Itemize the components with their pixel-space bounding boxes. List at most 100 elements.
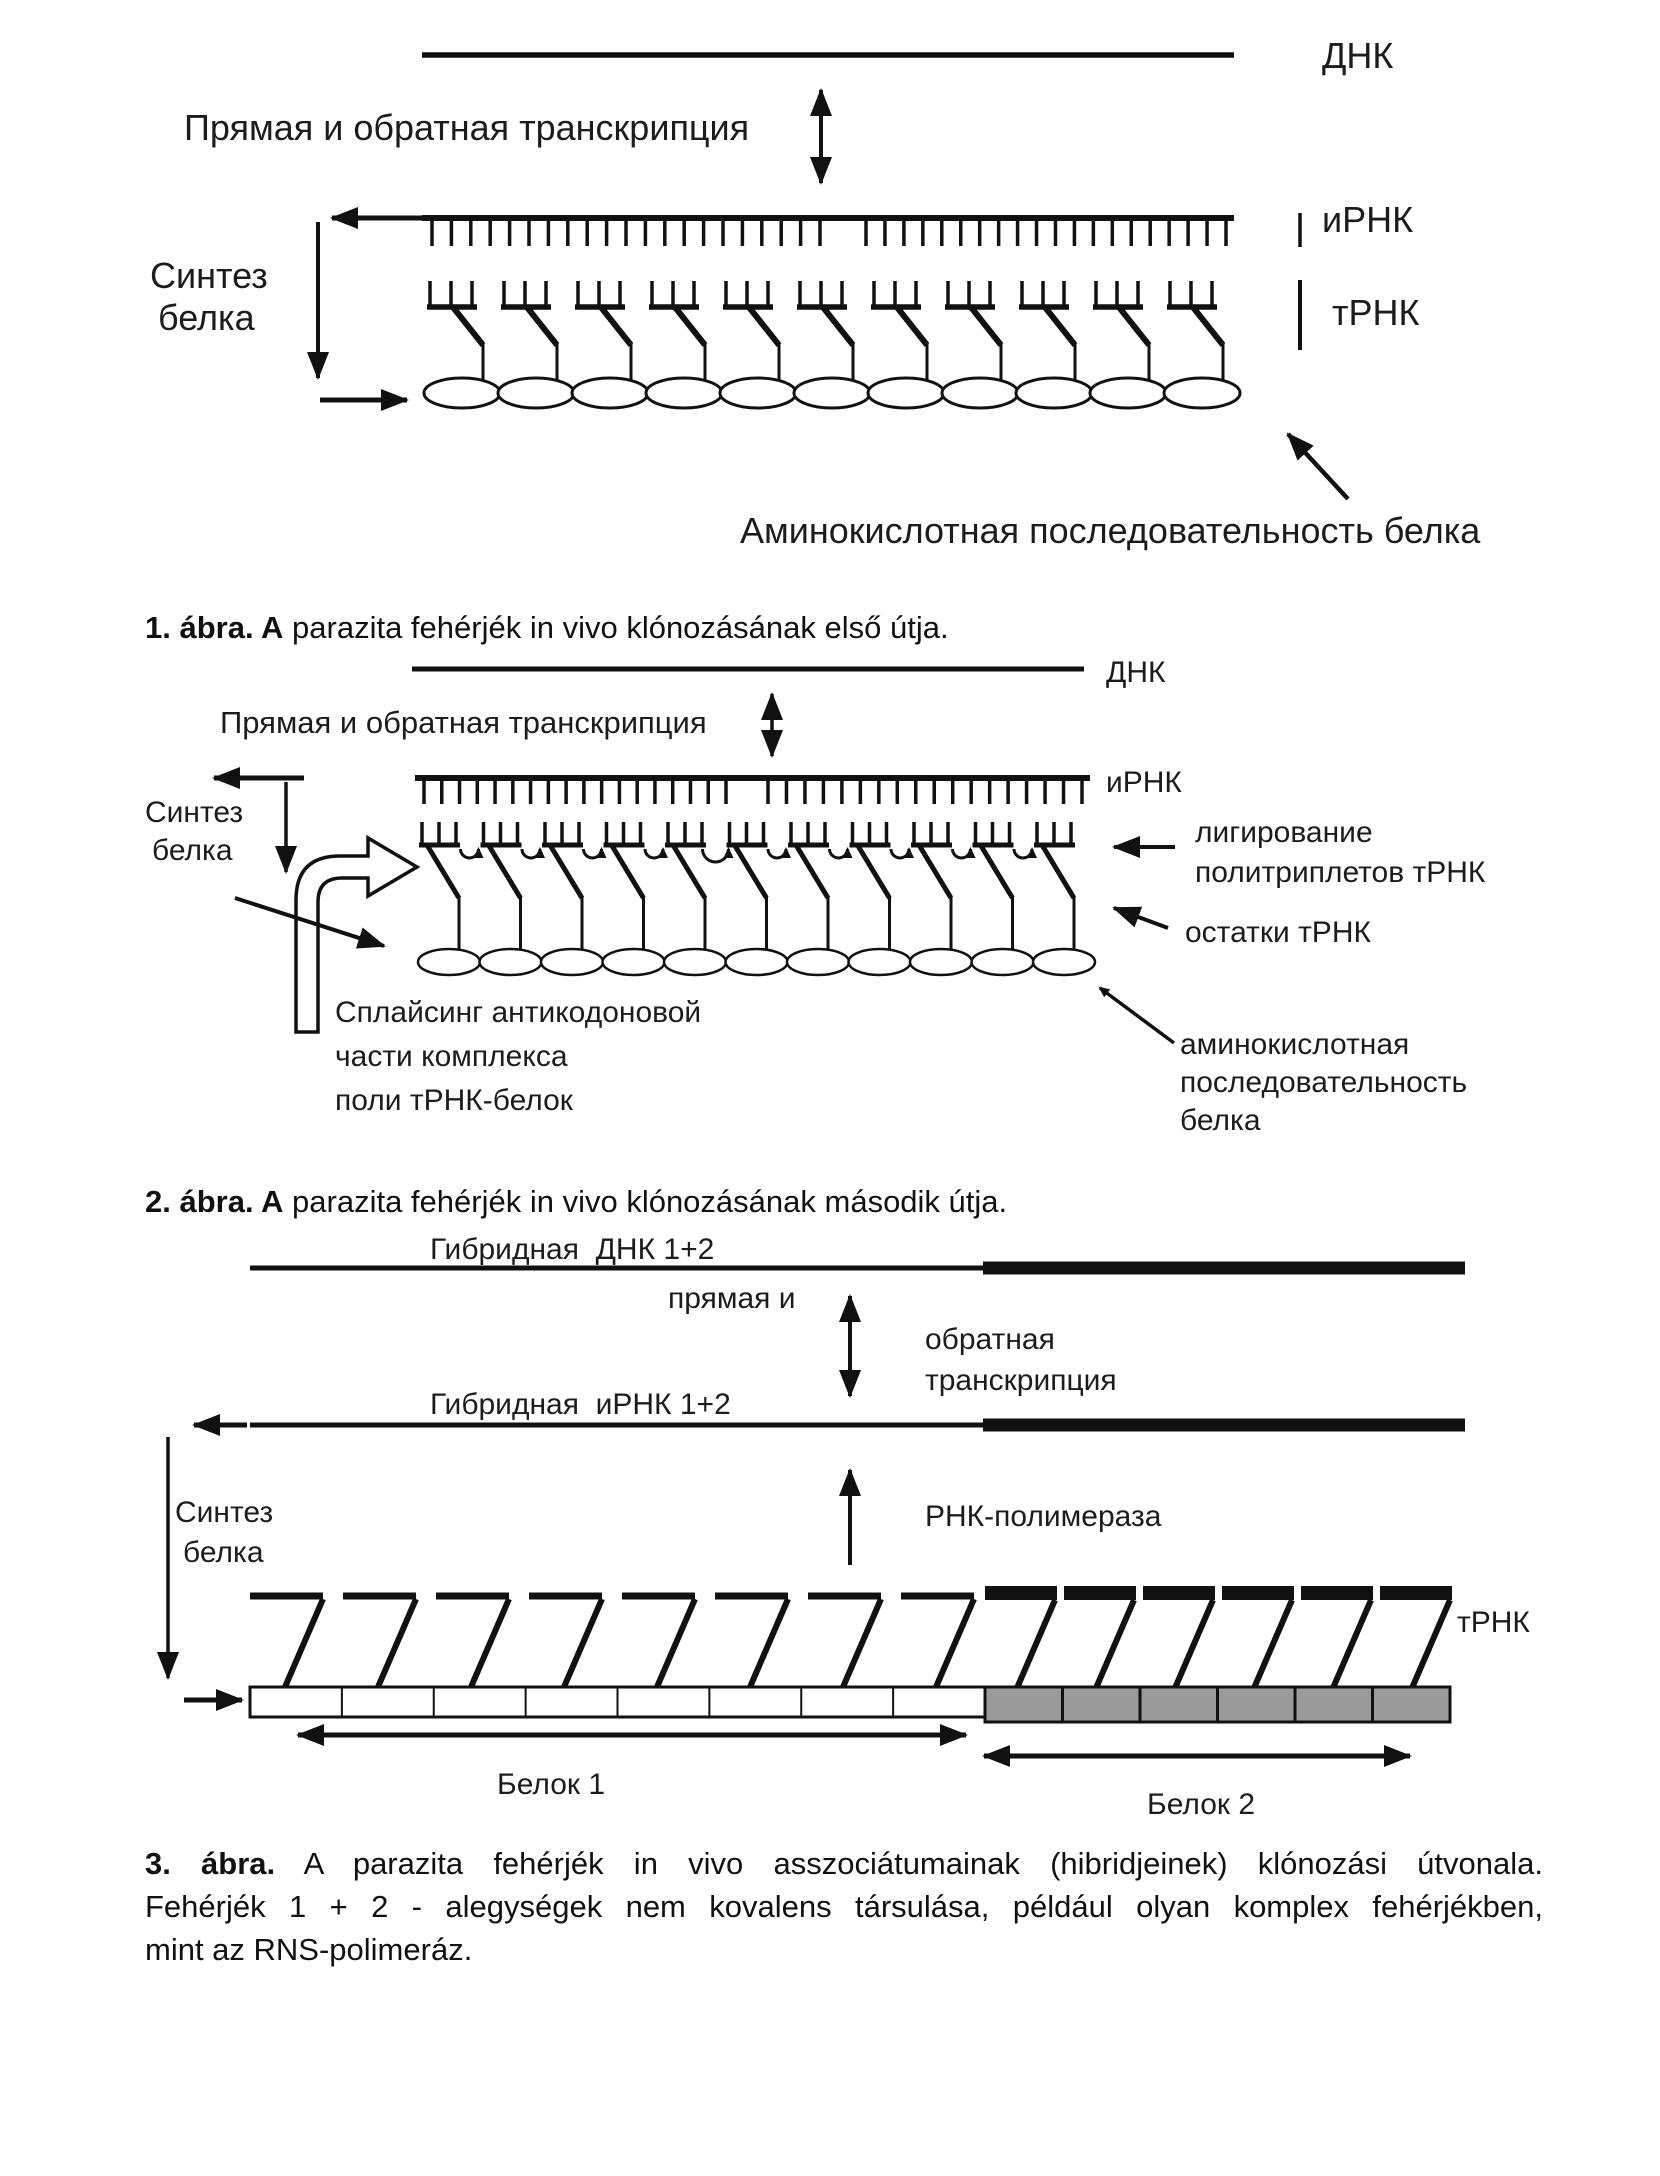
protein1-label: Белок 1: [497, 1768, 605, 1801]
splicing-label-1: Сплайсинг антикодоновой: [335, 996, 701, 1029]
amino-acid-ellipse: [908, 947, 974, 977]
synthesis-label-2: белка: [158, 297, 256, 338]
amino-acid-ellipse: [1088, 376, 1168, 410]
ligation-label-2: политриплетов тРНК: [1195, 856, 1486, 889]
trna-leg-diagonal: [523, 304, 560, 347]
amino-acid-ellipse: [644, 376, 724, 410]
amino-acid-ellipse: [724, 947, 789, 977]
amino-acid-ellipse: [1031, 947, 1097, 977]
ligation-arc-arrow: [701, 847, 734, 864]
trna-leg-diagonal: [967, 304, 1004, 347]
reverse-label-1: обратная: [925, 1323, 1055, 1356]
trna-top-bar-thick: [1064, 1586, 1136, 1600]
ligation-arc-arrow: [889, 847, 914, 860]
trna-top-bar-thick: [985, 1586, 1057, 1600]
trna-leg: [840, 1597, 884, 1689]
amino-label-1: аминокислотная: [1180, 1028, 1409, 1061]
ligation-arc-arrow: [828, 847, 853, 860]
trna-leg: [1014, 1598, 1058, 1690]
trna-top-bar-thick: [1222, 1586, 1294, 1600]
figure3-caption-line2: Fehérjék 1 + 2 - alegységek nem kovalens…: [145, 1889, 1543, 1924]
trna-leg: [282, 1597, 326, 1689]
amino-label-2: последовательность: [1180, 1066, 1467, 1099]
synthesis-label-1: Синтез: [150, 255, 268, 296]
trna-leg: [933, 1597, 977, 1689]
trna-leg-diagonal: [547, 843, 585, 900]
amino-acid-ellipse: [970, 947, 1035, 977]
figure1-caption-number: 1. ábra. A: [145, 610, 284, 645]
ligation-arc-arrow: [951, 847, 976, 860]
amino-acid-ellipse: [478, 947, 543, 977]
trna-leg-diagonal: [486, 843, 523, 900]
trna-leg: [1251, 1598, 1295, 1690]
figure3-caption: 3. ábra. A parazita fehérjék in vivo ass…: [145, 1842, 1543, 1971]
splicing-hollow-arrow: [294, 834, 421, 1034]
trna-leg-diagonal: [732, 843, 769, 900]
figure2-caption-number: 2. ábra. A: [145, 1184, 284, 1219]
direct-label: прямая и: [668, 1282, 796, 1315]
dna-label: ДНК: [1322, 35, 1393, 76]
trna-leg-diagonal: [609, 843, 646, 900]
figure3-caption-number: 3. ábra.: [145, 1846, 276, 1881]
trna-leg: [1093, 1598, 1137, 1690]
trna-leg: [1330, 1598, 1374, 1690]
ligation-label-1: лигирование: [1195, 816, 1373, 849]
synthesis-label-2: белка: [152, 834, 233, 867]
ligation-arc-arrow: [643, 847, 668, 860]
amino-acid-ellipse: [601, 947, 666, 977]
trna-top-bar-thick: [1301, 1586, 1373, 1600]
splicing-label-3: поли тРНК-белок: [335, 1084, 574, 1117]
amino-label-3: белка: [1180, 1104, 1261, 1137]
trna-leg-diagonal: [670, 843, 708, 900]
figure2: ДНК Прямая и обратная транскрипция иРНК …: [145, 656, 1486, 1137]
amino-acid-ellipse: [866, 376, 946, 410]
figure3-caption-line3: mint az RNS-polimeráz.: [145, 1932, 473, 1967]
trna-leg: [375, 1597, 419, 1689]
synthesis-label-1: Синтез: [175, 1496, 273, 1529]
trna-top-bar-thick: [1380, 1586, 1452, 1600]
amino-acid-ellipse: [570, 376, 650, 410]
amino-acid-ellipse: [1162, 376, 1242, 410]
trna-leg-diagonal: [424, 843, 462, 900]
trna-leg: [1172, 1598, 1216, 1690]
rna-polymerase-label: РНК-полимераза: [925, 1500, 1162, 1533]
trna-leg-diagonal: [671, 304, 708, 347]
figure1: ДНК Прямая и обратная транскрипция иРНК …: [150, 35, 1481, 551]
figure1-caption-text: parazita fehérjék in vivo klónozásának e…: [283, 610, 949, 645]
ligation-arc-arrow: [582, 847, 607, 860]
trna-leg-diagonal: [1039, 843, 1077, 900]
splicing-label-2: части комплекса: [335, 1040, 568, 1073]
synthesis-label-1: Синтез: [145, 796, 243, 829]
mrna-label: иРНК: [1106, 766, 1182, 799]
amino-acid-ellipse: [792, 376, 872, 410]
transcription-label: Прямая и обратная транскрипция: [184, 107, 749, 148]
splicing-diagonal-arrow: [234, 896, 386, 949]
reverse-label-2: транскрипция: [925, 1364, 1117, 1397]
amino-acid-ellipse: [539, 947, 605, 977]
transcription-label: Прямая и обратная транскрипция: [220, 705, 707, 740]
ligation-arc-arrow: [520, 847, 545, 860]
trna-leg-diagonal: [745, 304, 782, 347]
figure2-caption: 2. ábra. A parazita fehérjék in vivo kló…: [145, 1180, 1395, 1223]
ligation-arc-arrow: [766, 847, 791, 860]
figure1-caption: 1. ábra. A parazita fehérjék in vivo kló…: [145, 606, 1325, 649]
trna-leg: [654, 1597, 698, 1689]
trna-leg-diagonal: [1115, 304, 1152, 347]
amino-acid-ellipse: [785, 947, 851, 977]
figure3-caption-line1-text: A parazita fehérjék in vivo asszociátuma…: [275, 1846, 1543, 1881]
trna-leg-diagonal: [597, 304, 634, 347]
amino-acid-ellipse: [662, 947, 728, 977]
trna-leg-diagonal: [916, 843, 954, 900]
amino-pointer-line: [1098, 986, 1176, 1045]
amino-acid-ellipse: [847, 947, 912, 977]
dna-label: ДНК: [1106, 656, 1166, 689]
hybrid-mrna-label: Гибридная иРНК 1+2: [430, 1388, 731, 1421]
synthesis-label-2: белка: [183, 1536, 264, 1569]
trna-leg-diagonal: [893, 304, 930, 347]
trna-leg-diagonal: [855, 843, 892, 900]
amino-acid-ellipse: [940, 376, 1020, 410]
amino-acid-ellipse: [718, 376, 798, 410]
trna-top-bar-thick: [1143, 1586, 1215, 1600]
